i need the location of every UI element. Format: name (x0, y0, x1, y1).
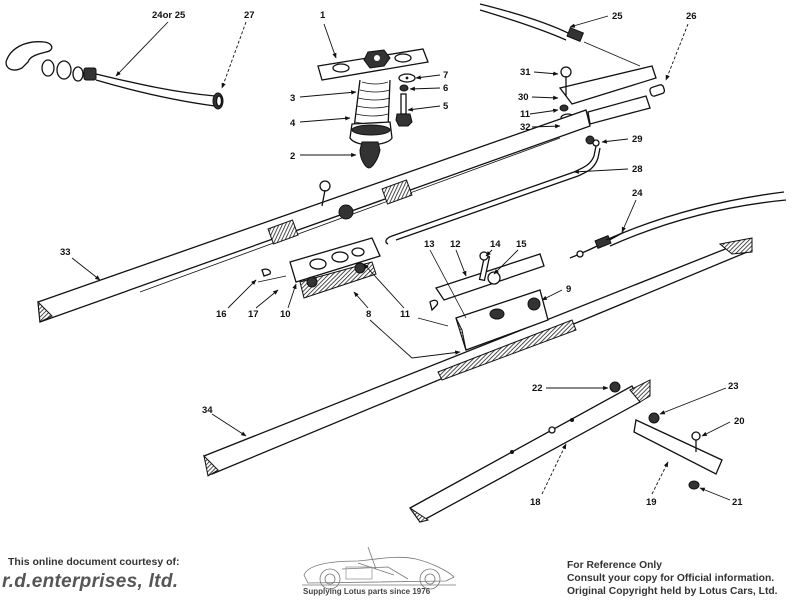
company-name: r.d.enterprises, ltd. (2, 571, 179, 592)
callout-11-lower: 11 (400, 309, 411, 320)
sleeve-26 (649, 84, 666, 97)
callout-29: 29 (632, 134, 643, 145)
callout-33: 33 (60, 247, 71, 258)
callout-2: 2 (290, 151, 295, 162)
callout-7: 7 (443, 70, 448, 81)
copyright-notice: For Reference Only Consult your copy for… (567, 559, 778, 598)
callout-14: 14 (490, 239, 501, 250)
notice-line-3: Original Copyright held by Lotus Cars, L… (567, 586, 778, 597)
callout-5: 5 (443, 101, 449, 112)
bolt-20 (691, 431, 701, 441)
handle-nut (83, 67, 97, 81)
callout-16: 16 (216, 309, 227, 320)
release-handle-assembly (5, 41, 224, 110)
notice-line-1: For Reference Only (567, 560, 662, 571)
latch-assembly (417, 191, 787, 351)
callout-24or25: 24or 25 (152, 10, 186, 21)
callout-28: 28 (632, 164, 643, 175)
callout-13: 13 (424, 239, 435, 250)
panel-33 (37, 109, 591, 323)
callout-20: 20 (734, 416, 745, 427)
callout-27: 27 (244, 10, 255, 21)
callout-11: 11 (520, 109, 531, 120)
handle-washer-2 (56, 60, 72, 80)
bolt-22 (609, 381, 621, 393)
callout-18: 18 (530, 497, 541, 508)
washer-11 (559, 104, 569, 112)
callout-15: 15 (516, 239, 527, 250)
callout-26: 26 (686, 11, 697, 22)
handle-washer-1 (41, 59, 55, 77)
handle-washer-3 (72, 66, 84, 82)
callout-1: 1 (320, 10, 326, 21)
washer-6 (399, 84, 409, 92)
callout-34: 34 (202, 405, 213, 416)
callout-3: 3 (290, 93, 295, 104)
callout-12: 12 (450, 239, 461, 250)
release-cable-outer (95, 73, 216, 97)
upper-release-lever (479, 3, 666, 147)
courtesy-text: This online document courtesy of: (8, 556, 180, 568)
callout-31: 31 (520, 67, 531, 78)
bolt-5 (400, 93, 407, 115)
cable-25 (479, 3, 571, 35)
callout-4: 4 (290, 118, 296, 129)
callout-10: 10 (280, 309, 291, 320)
buffer-assembly (317, 48, 429, 169)
exploded-parts-diagram: 24or 25 27 1 3 4 2 7 6 5 25 26 31 30 11 … (5, 3, 787, 523)
callout-32: 32 (520, 122, 531, 133)
callout-9: 9 (566, 284, 571, 295)
tagline: Supplying Lotus parts since 1976 (303, 587, 431, 596)
notice-line-2: Consult your copy for Official informati… (567, 573, 775, 584)
callout-25: 25 (612, 11, 623, 22)
lever-bracket (558, 65, 657, 105)
callout-23: 23 (728, 381, 739, 392)
bracket-19 (633, 419, 723, 475)
bolt-top (319, 180, 331, 192)
callout-24: 24 (632, 188, 643, 199)
hinge-bracket-8 (257, 237, 381, 299)
callout-17: 17 (248, 309, 259, 320)
stay-assembly-18 (409, 379, 723, 523)
lotus-car-logo (302, 546, 456, 590)
rubber-buffer (359, 141, 381, 169)
bolt-31 (560, 66, 572, 78)
callout-19: 19 (646, 497, 657, 508)
callout-6: 6 (443, 83, 448, 94)
spring (354, 81, 391, 125)
courtesy-block: This online document courtesy of: r.d.en… (2, 556, 180, 593)
callout-30: 30 (518, 92, 529, 103)
nut-21 (688, 480, 700, 490)
t-handle (5, 41, 53, 71)
callout-21: 21 (732, 497, 743, 508)
callout-labels: 24or 25 27 1 3 4 2 7 6 5 25 26 31 30 11 … (60, 10, 745, 508)
panel-34 (203, 237, 753, 477)
callout-8: 8 (366, 309, 371, 320)
callout-22: 22 (532, 383, 543, 394)
